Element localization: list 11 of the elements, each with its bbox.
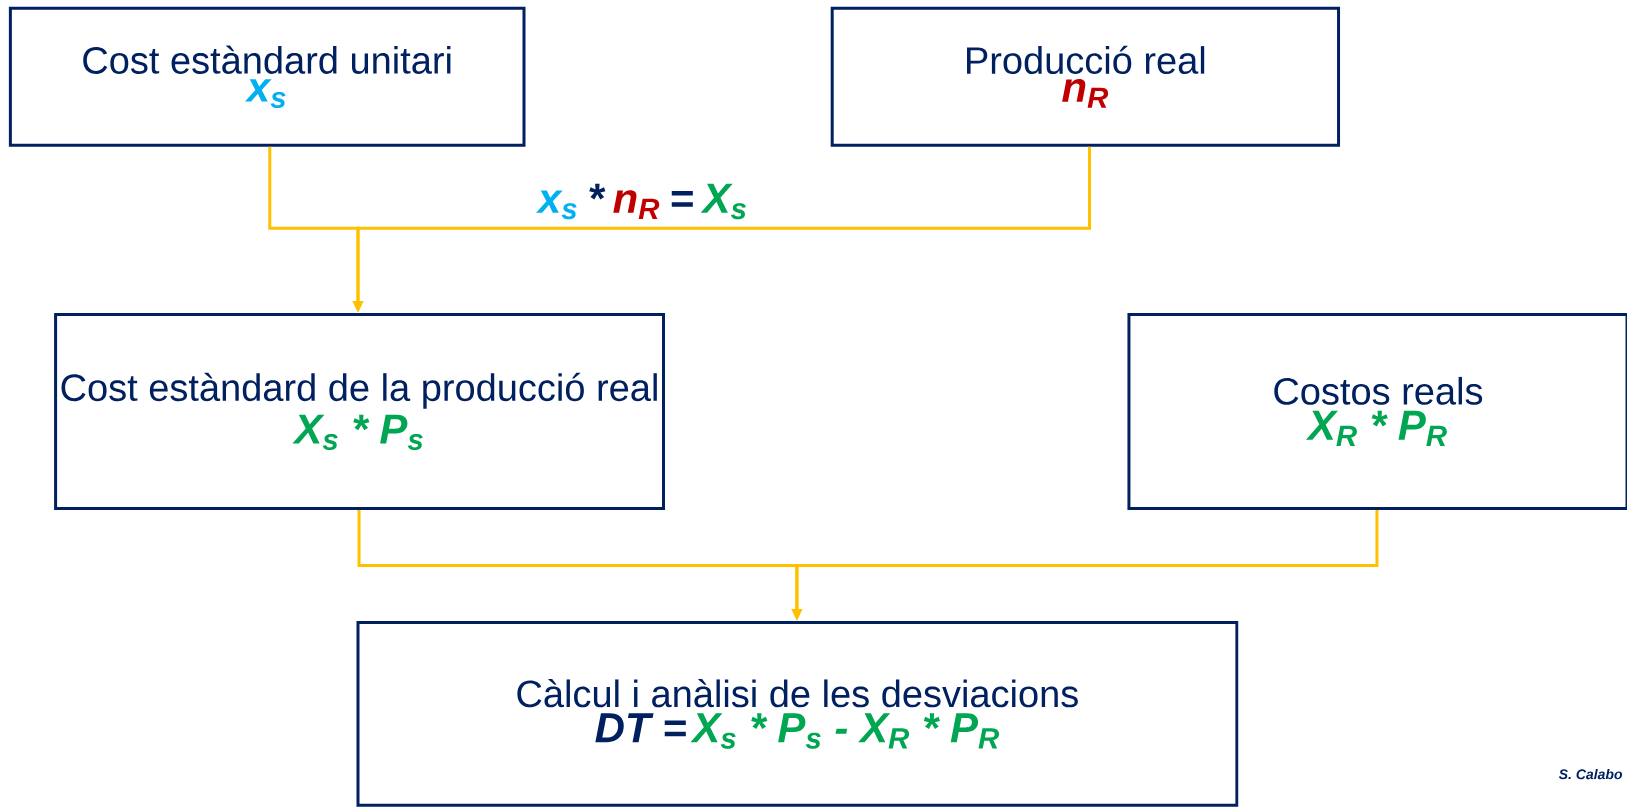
process-box: Producció real n$_{R}$ <box>830 6 1341 147</box>
process-box: Cost estàndard unitari x$_{s}$ <box>8 6 526 147</box>
formula-text: x$_{s}$ <box>536 190 577 220</box>
process-box: Càlcul i anàlisi de les desviacions DT =X$_{s}$ * P$_{s}$ - X$_{R}$ * P$_{R}$ <box>356 621 1239 807</box>
process-box: Costos reals X$_{R}$ * P$_{R}$ <box>1127 312 1627 510</box>
formula-text: X$_{s}$ <box>700 183 746 220</box>
formula-text: n$_{R}$ <box>613 190 660 219</box>
formula-text: * <box>589 183 606 200</box>
process-box: Cost estàndard de la producció real X$_{s}$ * P$_{s}$ <box>54 312 665 510</box>
author-note: S. Calabo <box>1558 768 1623 780</box>
formula-text: = <box>671 190 693 207</box>
